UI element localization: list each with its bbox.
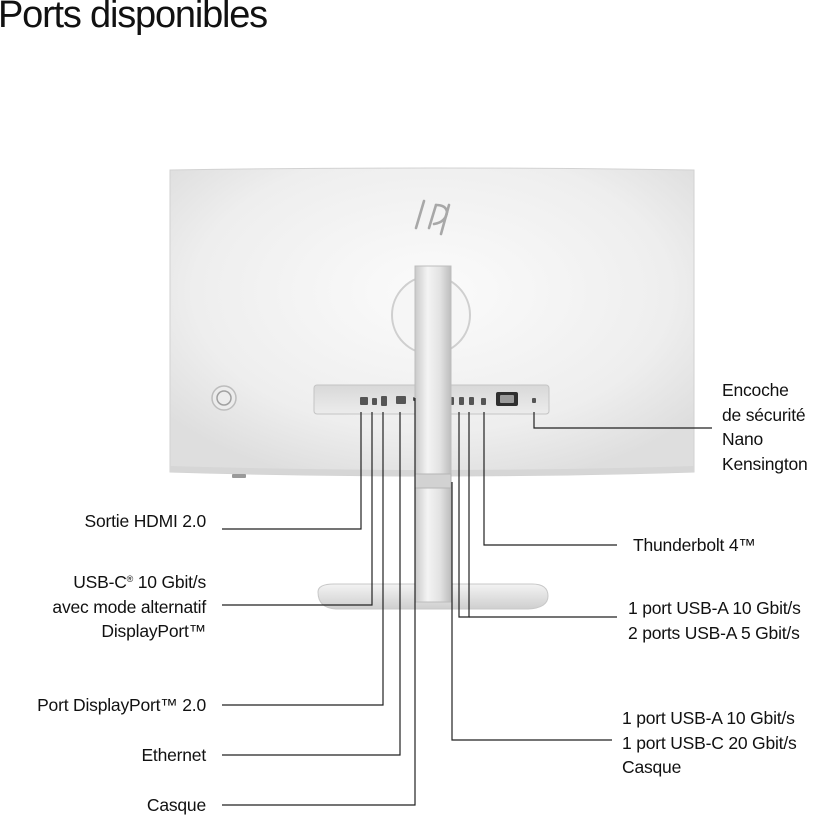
label-ethernet: Ethernet xyxy=(141,743,206,768)
label-usba-group: 1 port USB-A 10 Gbit/s 2 ports USB-A 5 G… xyxy=(628,596,801,645)
leader-ethernet xyxy=(222,412,401,756)
leader-thunderbolt xyxy=(483,412,617,546)
usbc-speed: 10 Gbit/s xyxy=(137,572,206,592)
usbc-text: USB-C xyxy=(73,572,127,592)
leader-hdmi xyxy=(222,412,362,530)
label-usbc-line-3: DisplayPort™ xyxy=(101,621,206,641)
label-side-group: 1 port USB-A 10 Gbit/s 1 port USB-C 20 G… xyxy=(622,706,797,780)
label-kensington-line-4: Kensington xyxy=(722,453,808,474)
registered-mark: ® xyxy=(126,574,134,584)
label-usbc-alt: USB-C® 10 Gbit/s avec mode alternatif Di… xyxy=(52,567,206,644)
leader-side-group xyxy=(451,482,612,741)
label-thunderbolt: Thunderbolt 4™ xyxy=(633,533,756,558)
label-hdmi-line: Sortie HDMI 2.0 xyxy=(84,511,207,531)
power-button-icon xyxy=(211,385,237,411)
label-kensington-line-2: de sécurité xyxy=(722,404,806,425)
label-hdmi: Sortie HDMI 2.0 xyxy=(84,509,207,534)
leader-casque-rear xyxy=(222,398,416,806)
label-casque-line: Casque xyxy=(146,795,206,815)
leader-usbc-alt xyxy=(222,412,373,606)
label-side-line-3: Casque xyxy=(622,757,682,777)
label-casque-rear: Casque xyxy=(147,793,206,818)
label-ethernet-line: Ethernet xyxy=(141,745,206,765)
leader-usba-group xyxy=(458,412,470,618)
leader-lines xyxy=(222,398,712,806)
hp-logo-icon xyxy=(414,199,451,236)
label-kensington-line-3: Nano xyxy=(722,429,764,449)
label-usba-line-1: 1 port USB-A 10 Gbit/s xyxy=(628,598,801,618)
leader-kensington xyxy=(533,412,712,429)
label-displayport-line: Port DisplayPort™ 2.0 xyxy=(37,695,206,715)
label-side-line-2: 1 port USB-C 20 Gbit/s xyxy=(622,732,797,753)
label-side-line-1: 1 port USB-A 10 Gbit/s xyxy=(622,708,795,728)
label-usbc-line-2: avec mode alternatif xyxy=(52,596,206,617)
page-title: Ports disponibles xyxy=(0,0,268,36)
port-icons xyxy=(360,392,536,406)
label-thunderbolt-line: Thunderbolt 4™ xyxy=(633,535,756,555)
label-usba-line-2: 2 ports USB-A 5 Gbit/s xyxy=(628,622,800,643)
label-kensington: Encoche de sécurité Nano Kensington xyxy=(722,378,808,476)
label-usbc-line-1: USB-C® 10 Gbit/s xyxy=(52,567,206,595)
label-displayport: Port DisplayPort™ 2.0 xyxy=(37,693,206,718)
leader-displayport xyxy=(222,412,384,706)
label-kensington-line-1: Encoche xyxy=(722,380,789,400)
stand-neck xyxy=(414,265,452,603)
